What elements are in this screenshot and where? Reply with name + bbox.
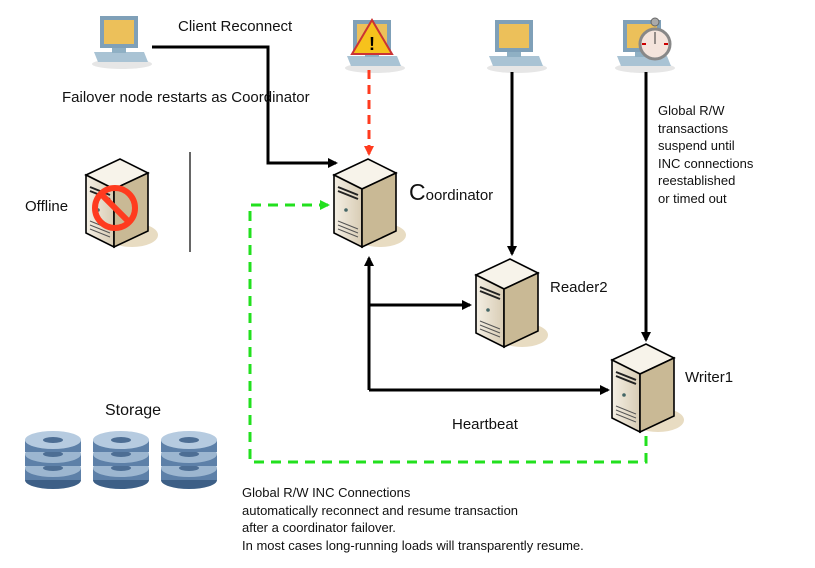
coordinator-server-icon — [333, 158, 407, 248]
client-reconnect-label: Client Reconnect — [178, 18, 293, 35]
coordinator-initial: C — [409, 179, 426, 205]
bottom-note-line: Global R/W INC Connections — [242, 485, 411, 500]
offline-label: Offline — [25, 198, 69, 215]
inc-reconnect-arrow — [248, 200, 648, 464]
suspend-note-line: suspend until — [658, 138, 735, 153]
writer1-label: Writer1 — [685, 369, 734, 386]
client-stopwatch-computer-icon — [615, 17, 675, 73]
coordinator-label: Coordinator — [409, 181, 494, 205]
client-computer-icon — [487, 20, 547, 73]
coordinator-rest: oordinator — [425, 187, 494, 204]
reader2-label: Reader2 — [550, 279, 608, 296]
suspend-note-line: transactions — [658, 120, 729, 136]
bottom-note-line: after a coordinator failover. — [242, 520, 396, 535]
client-warning-computer-icon: ! — [345, 18, 405, 73]
reader2-server-icon — [475, 258, 549, 348]
client-reconnect-arrow — [152, 45, 338, 168]
no-sign-icon — [92, 185, 138, 231]
heartbeat-label: Heartbeat — [452, 416, 518, 433]
storage-disk-icon — [25, 431, 81, 489]
suspend-note-line: INC connections — [658, 155, 754, 171]
client-computer-icon — [92, 16, 152, 69]
storage-disk-icon — [93, 431, 149, 489]
storage-disk-icon — [161, 431, 217, 489]
svg-text:!: ! — [369, 34, 375, 54]
suspend-note-line: Global R/W — [658, 103, 725, 118]
suspend-note-line: or timed out — [658, 190, 727, 206]
failover-note: Failover node restarts as Coordinator — [62, 89, 310, 106]
bottom-note: Global R/W INC Connections automatically… — [242, 484, 584, 554]
offline-server-icon — [85, 158, 159, 248]
writer1-server-icon — [611, 343, 685, 433]
storage-label: Storage — [105, 402, 162, 419]
suspend-note: Global R/W transactions suspend until IN… — [658, 102, 753, 207]
suspend-note-line: reestablished — [658, 173, 736, 188]
bottom-note-line: automatically reconnect and resume trans… — [242, 502, 519, 518]
bottom-note-line: In most cases long-running loads will tr… — [242, 537, 584, 553]
